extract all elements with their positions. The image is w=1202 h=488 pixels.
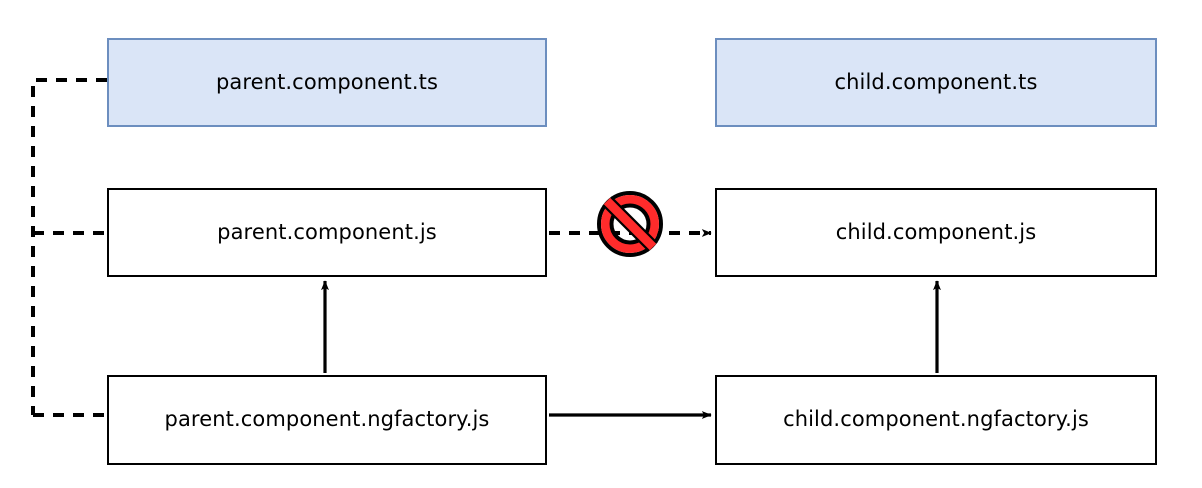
node-parent-component-ts: parent.component.ts (107, 38, 547, 127)
node-child-component-ngfactory-js: child.component.ngfactory.js (715, 375, 1157, 465)
edge-source-bracket (31, 78, 107, 417)
node-child-component-ts: child.component.ts (715, 38, 1157, 127)
node-parent-component-ts-label: parent.component.ts (215, 69, 439, 94)
node-parent-component-js: parent.component.js (107, 188, 547, 277)
node-child-component-ts-label: child.component.ts (834, 69, 1038, 94)
node-child-component-js: child.component.js (715, 188, 1157, 277)
prohibition-icon (597, 191, 663, 257)
node-child-component-ngfactory-js-label: child.component.ngfactory.js (783, 407, 1089, 432)
node-parent-component-ngfactory-js-label: parent.component.ngfactory.js (164, 407, 490, 432)
node-parent-component-ngfactory-js: parent.component.ngfactory.js (107, 375, 547, 465)
node-child-component-js-label: child.component.js (835, 219, 1037, 244)
node-parent-component-js-label: parent.component.js (217, 219, 437, 244)
